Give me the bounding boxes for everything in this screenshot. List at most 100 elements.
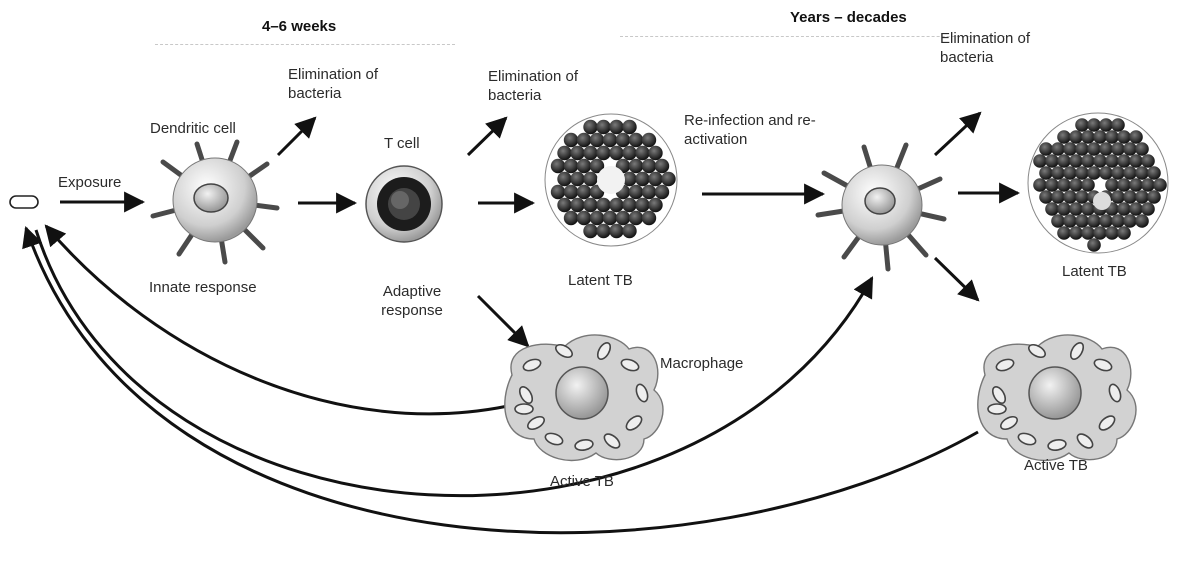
granule [564, 211, 578, 225]
granule [1039, 142, 1053, 156]
granule [609, 224, 623, 238]
granule [603, 133, 617, 147]
granule [1105, 178, 1119, 192]
active-tb-label-2: Active TB [1024, 456, 1088, 475]
granule [629, 133, 643, 147]
elimination-label-3: Elimination of bacteria [940, 29, 1050, 67]
granule [570, 172, 584, 186]
adaptive-response-label: Adaptive response [372, 282, 452, 320]
granule [1111, 118, 1125, 132]
granule [1093, 154, 1107, 168]
return-arrows [26, 226, 978, 533]
granule [622, 198, 636, 212]
granule [1111, 214, 1125, 228]
granule [635, 198, 649, 212]
granule [1153, 178, 1167, 192]
granule [1129, 178, 1143, 192]
granule [1147, 190, 1161, 204]
granule [1129, 130, 1143, 144]
granule [1057, 154, 1071, 168]
granule [577, 133, 591, 147]
granule [564, 133, 578, 147]
granule [583, 172, 597, 186]
granule [1123, 166, 1137, 180]
granule [1069, 154, 1083, 168]
granule [583, 224, 597, 238]
granule [1117, 226, 1131, 240]
granule [1057, 178, 1071, 192]
exposure-label: Exposure [58, 173, 121, 192]
dendritic-cell-label: Dendritic cell [150, 119, 236, 138]
granule [1141, 202, 1155, 216]
granule [1135, 166, 1149, 180]
dendritic-cell-icon [818, 145, 944, 269]
granule [596, 120, 610, 134]
granule [1117, 178, 1131, 192]
bacillus [988, 404, 1006, 414]
granule [642, 211, 656, 225]
granule [564, 185, 578, 199]
granule [1087, 214, 1101, 228]
granule [596, 146, 610, 160]
granule [1051, 142, 1065, 156]
granule [1033, 154, 1047, 168]
t-cell-icon [366, 166, 442, 242]
granule [648, 172, 662, 186]
granule [1129, 154, 1143, 168]
granule [1081, 202, 1095, 216]
bacillus [515, 404, 533, 414]
granule [1063, 142, 1077, 156]
granule [1099, 214, 1113, 228]
granule [1141, 178, 1155, 192]
granule [1093, 130, 1107, 144]
arrow-dc-to-elimination [278, 118, 315, 155]
granule [1075, 190, 1089, 204]
granule [577, 211, 591, 225]
granule [577, 159, 591, 173]
granule [1081, 154, 1095, 168]
granule [616, 133, 630, 147]
granule [629, 211, 643, 225]
granule [1081, 130, 1095, 144]
macrophage-label: Macrophage [660, 354, 743, 373]
granule [1111, 142, 1125, 156]
granule [1123, 190, 1137, 204]
granule [1123, 214, 1137, 228]
granule [1075, 118, 1089, 132]
granule [1087, 166, 1101, 180]
arrow-tcell-to-active [478, 296, 528, 346]
granule [557, 146, 571, 160]
granule [551, 159, 565, 173]
granule [609, 146, 623, 160]
granule [1087, 118, 1101, 132]
innate-response-label: Innate response [149, 278, 257, 297]
granule [1141, 154, 1155, 168]
granule [596, 224, 610, 238]
granule [629, 159, 643, 173]
granule [596, 198, 610, 212]
granule [1045, 178, 1059, 192]
macrophage-icon [978, 335, 1136, 461]
arrow-dc2-to-active [935, 258, 978, 300]
latent-tb-label-1: Latent TB [568, 271, 633, 290]
granule [1057, 130, 1071, 144]
elimination-label-2: Elimination of bacteria [488, 67, 598, 105]
granule [1045, 154, 1059, 168]
granule [1147, 166, 1161, 180]
granule [1075, 214, 1089, 228]
granule [1051, 166, 1065, 180]
granule [1057, 202, 1071, 216]
granule [1063, 190, 1077, 204]
granule [1105, 154, 1119, 168]
granule [1075, 142, 1089, 156]
granule [655, 185, 669, 199]
granule [1069, 178, 1083, 192]
granule [1117, 130, 1131, 144]
granule [1111, 166, 1125, 180]
granule [1063, 166, 1077, 180]
granule [603, 211, 617, 225]
granule [1075, 166, 1089, 180]
arrow-tcell-to-elimination [468, 118, 506, 155]
granule [642, 133, 656, 147]
